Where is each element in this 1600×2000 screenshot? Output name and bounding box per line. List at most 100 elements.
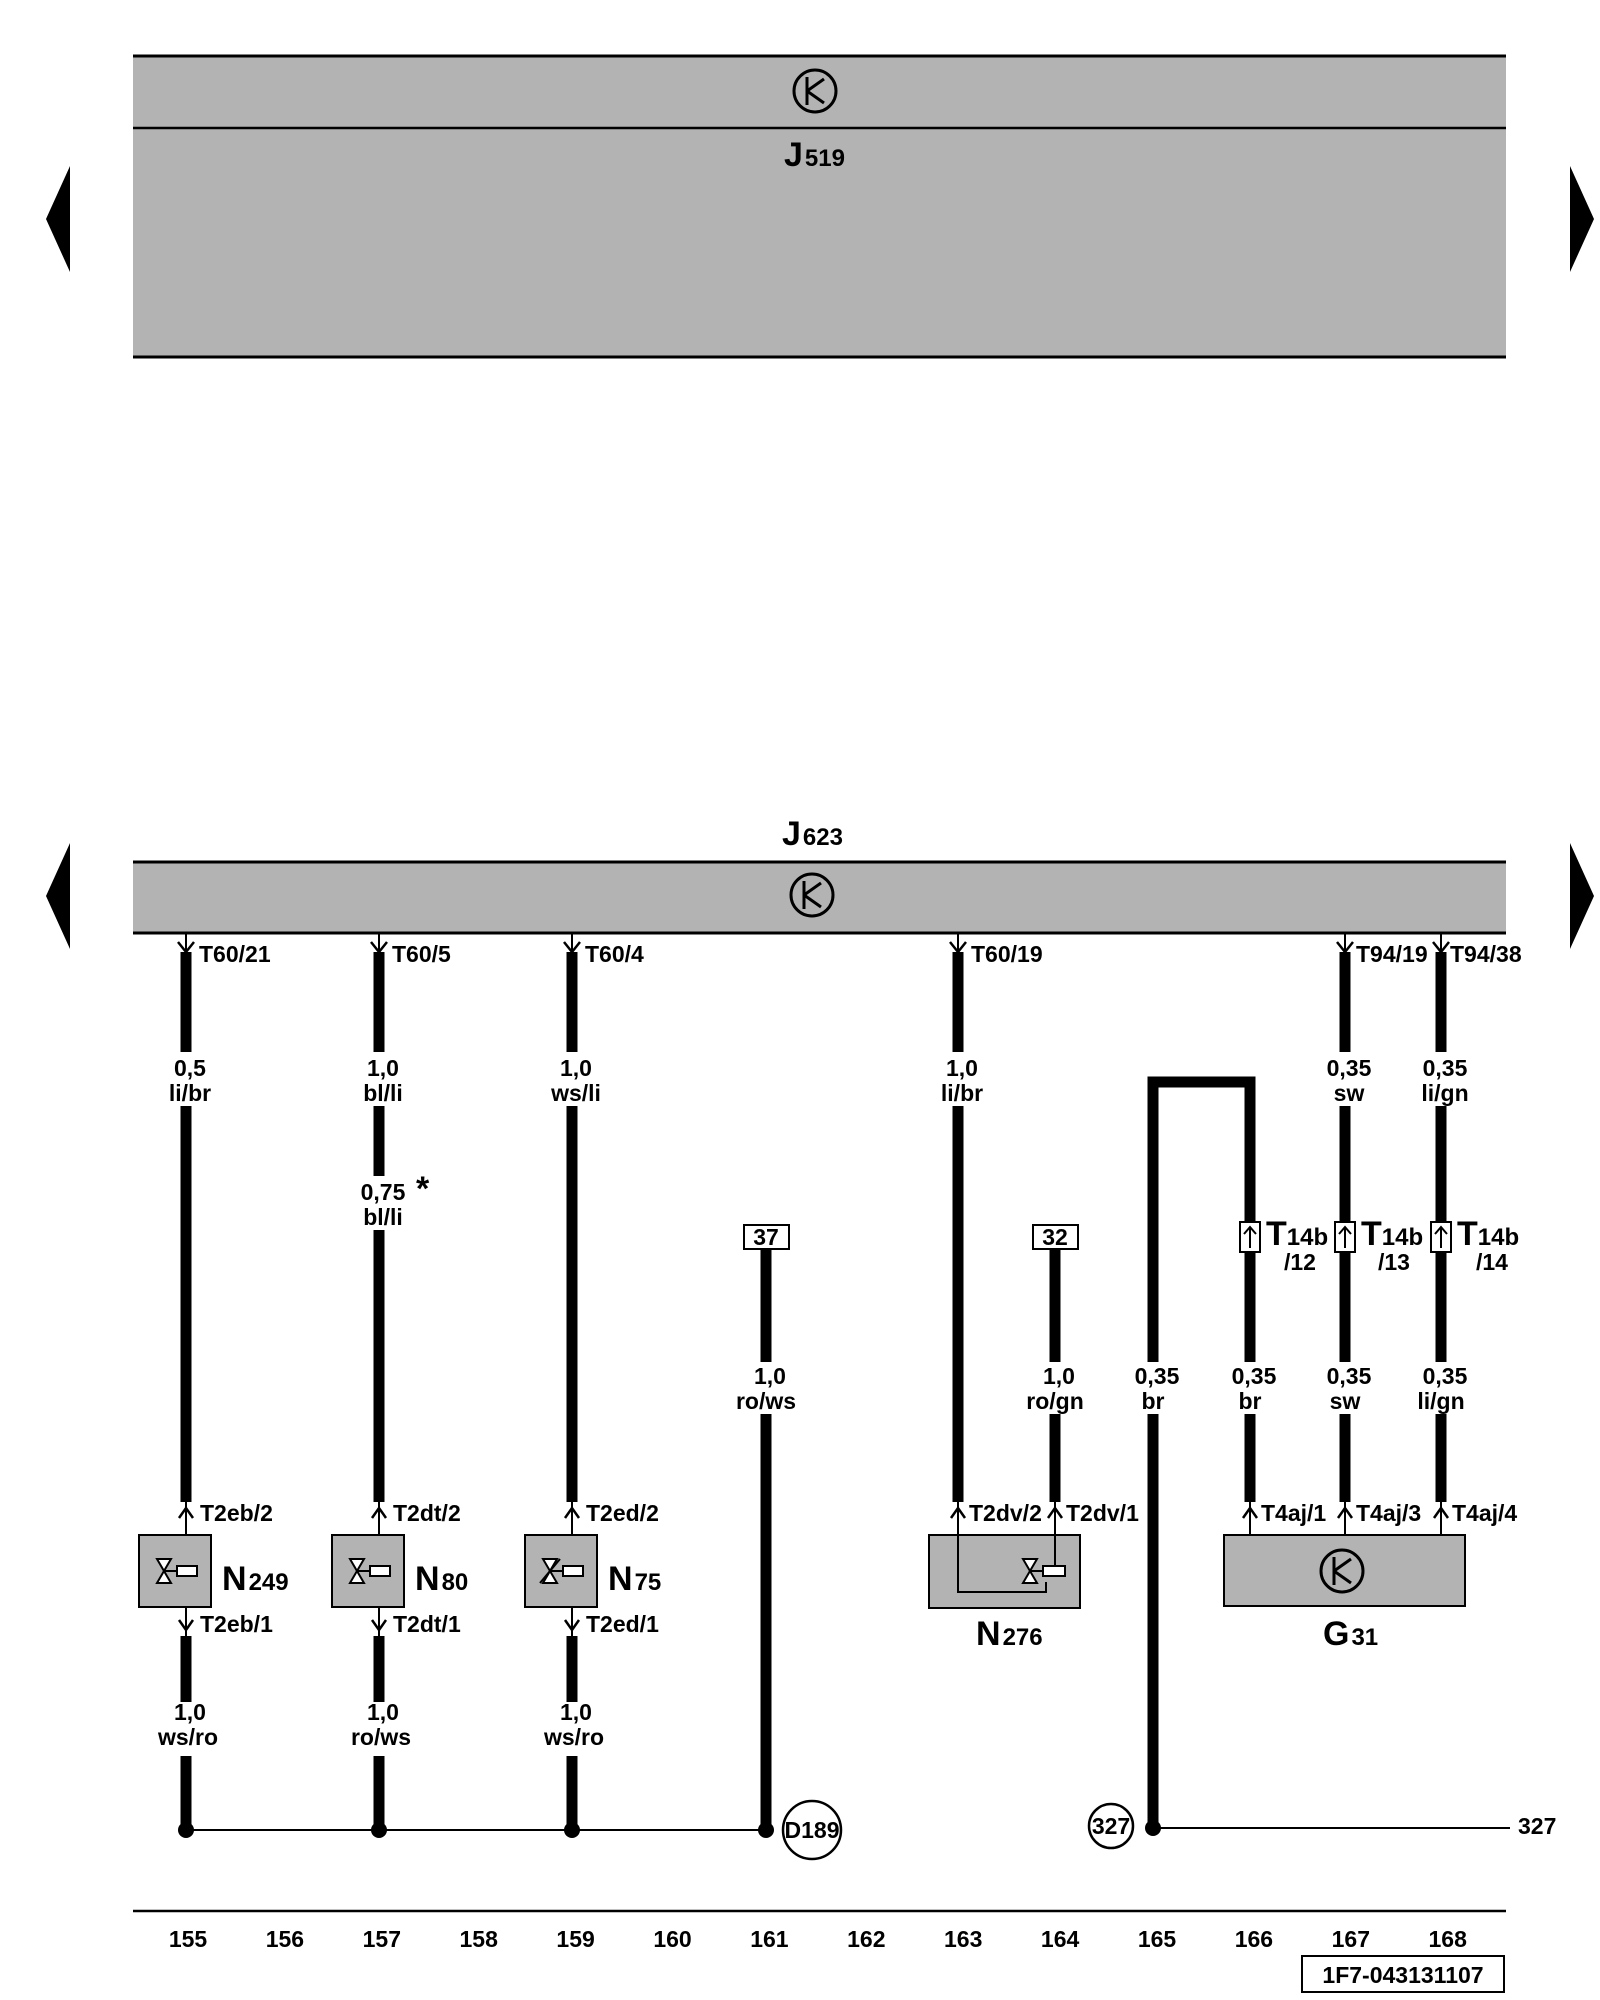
wire-labels-lower: 1,0 ws/ro 1,0 ro/ws 1,0 ws/ro xyxy=(157,1699,604,1750)
document-id: 1F7-043131107 xyxy=(1301,1955,1505,1993)
svg-text:bl/li: bl/li xyxy=(363,1204,403,1230)
svg-text:br: br xyxy=(1239,1388,1262,1414)
svg-text:N276: N276 xyxy=(976,1615,1043,1653)
ref-box-32: 32 xyxy=(1032,1224,1079,1250)
svg-text:T2eb/1: T2eb/1 xyxy=(200,1611,273,1637)
svg-text:T2dv/1: T2dv/1 xyxy=(1066,1500,1139,1526)
svg-text:T2dt/1: T2dt/1 xyxy=(393,1611,461,1637)
connector-t14b-14: T14b /14 xyxy=(1430,1215,1519,1275)
svg-text:0,75: 0,75 xyxy=(361,1179,406,1205)
svg-text:G31: G31 xyxy=(1323,1615,1378,1653)
module-j623: J623 xyxy=(133,815,1506,935)
svg-text:T2dv/2: T2dv/2 xyxy=(969,1500,1042,1526)
solenoid-valve-icon xyxy=(348,1558,391,1584)
svg-text:37: 37 xyxy=(753,1224,779,1250)
svg-text:0,35: 0,35 xyxy=(1423,1363,1468,1389)
solenoid-valve-icon xyxy=(539,1558,584,1584)
svg-text:0,35: 0,35 xyxy=(1327,1055,1372,1081)
nav-next-arrow-bottom[interactable] xyxy=(1570,843,1594,949)
svg-text:li/gn: li/gn xyxy=(1421,1080,1468,1106)
column-number: 166 xyxy=(1235,1926,1273,1952)
column-number: 155 xyxy=(169,1926,208,1952)
module-j519-label: J519 xyxy=(784,136,845,174)
svg-text:327: 327 xyxy=(1092,1813,1130,1839)
svg-text:/14: /14 xyxy=(1476,1249,1508,1275)
wire-labels-upper: 0,5 li/br 1,0 bl/li 1,0 ws/li 1,0 li/br … xyxy=(169,1055,1469,1230)
component-n75: T2ed/2 T2ed/1 N75 xyxy=(524,1500,661,1637)
column-number: 165 xyxy=(1138,1926,1177,1952)
svg-text:li/br: li/br xyxy=(169,1080,211,1106)
junction-dots xyxy=(178,1820,1161,1838)
svg-text:1,0: 1,0 xyxy=(754,1363,786,1389)
svg-text:T2eb/2: T2eb/2 xyxy=(200,1500,273,1526)
junction-327: 327 327 xyxy=(1087,1802,1556,1850)
svg-text:T60/19: T60/19 xyxy=(971,941,1043,967)
nav-next-arrow-top[interactable] xyxy=(1570,166,1594,272)
pin-stubs xyxy=(185,933,1442,952)
nav-prev-arrow-bottom[interactable] xyxy=(46,843,70,949)
svg-text:br: br xyxy=(1142,1388,1165,1414)
nav-prev-arrow-top[interactable] xyxy=(46,166,70,272)
component-n276: T2dv/2 T2dv/1 N276 xyxy=(928,1500,1139,1653)
svg-text:T14b: T14b xyxy=(1361,1215,1423,1253)
svg-text:li/gn: li/gn xyxy=(1417,1388,1464,1414)
svg-text:ro/ws: ro/ws xyxy=(351,1724,411,1750)
svg-text:T2dt/2: T2dt/2 xyxy=(393,1500,461,1526)
svg-text:T2ed/2: T2ed/2 xyxy=(586,1500,659,1526)
svg-text:0,35: 0,35 xyxy=(1135,1363,1180,1389)
top-pin-labels: T60/21 T60/5 T60/4 T60/19 T94/19 T94/38 xyxy=(199,941,1522,967)
wires xyxy=(180,952,1447,1828)
component-n80: T2dt/2 T2dt/1 N80 xyxy=(331,1500,468,1637)
svg-text:T94/38: T94/38 xyxy=(1450,941,1522,967)
solenoid-valve-icon xyxy=(155,1558,198,1584)
solenoid-valve-icon xyxy=(1021,1558,1066,1584)
control-unit-icon xyxy=(792,68,838,114)
svg-text:1,0: 1,0 xyxy=(367,1055,399,1081)
module-j519: J519 xyxy=(133,54,1506,359)
component-g31: T4aj/1 T4aj/3 T4aj/4 G31 xyxy=(1223,1500,1517,1653)
svg-text:0,35: 0,35 xyxy=(1423,1055,1468,1081)
svg-text:ws/ro: ws/ro xyxy=(543,1724,604,1750)
svg-text:T94/19: T94/19 xyxy=(1356,941,1428,967)
svg-text:bl/li: bl/li xyxy=(363,1080,403,1106)
svg-text:/13: /13 xyxy=(1378,1249,1410,1275)
svg-text:ws/li: ws/li xyxy=(550,1080,601,1106)
svg-text:ro/gn: ro/gn xyxy=(1026,1388,1084,1414)
svg-text:0,35: 0,35 xyxy=(1327,1363,1372,1389)
connector-t14b-13: T14b /13 xyxy=(1334,1215,1423,1275)
svg-text:T60/4: T60/4 xyxy=(585,941,644,967)
ground-point-d189: D189 xyxy=(781,1799,843,1861)
svg-text:ws/ro: ws/ro xyxy=(157,1724,218,1750)
svg-text:N75: N75 xyxy=(608,1560,661,1598)
svg-text:li/br: li/br xyxy=(941,1080,983,1106)
svg-text:N80: N80 xyxy=(415,1560,468,1598)
ground-lines xyxy=(186,1827,1510,1831)
component-n249: T2eb/2 T2eb/1 N249 xyxy=(138,1500,289,1637)
column-number: 158 xyxy=(460,1926,499,1952)
svg-text:T60/21: T60/21 xyxy=(199,941,271,967)
svg-text:N249: N249 xyxy=(222,1560,289,1598)
svg-text:ro/ws: ro/ws xyxy=(736,1388,796,1414)
svg-text:1,0: 1,0 xyxy=(1043,1363,1075,1389)
svg-text:T4aj/1: T4aj/1 xyxy=(1261,1500,1326,1526)
column-number: 157 xyxy=(363,1926,401,1952)
column-number: 167 xyxy=(1332,1926,1370,1952)
svg-text:1,0: 1,0 xyxy=(367,1699,399,1725)
module-j623-label: J623 xyxy=(782,815,843,853)
svg-text:/12: /12 xyxy=(1284,1249,1316,1275)
component-pin-stubs xyxy=(185,1502,1442,1636)
svg-text:T14b: T14b xyxy=(1266,1215,1328,1253)
svg-text:327: 327 xyxy=(1518,1813,1556,1839)
svg-text:1F7-043131107: 1F7-043131107 xyxy=(1322,1962,1483,1988)
svg-text:0,35: 0,35 xyxy=(1232,1363,1277,1389)
svg-text:1,0: 1,0 xyxy=(560,1699,592,1725)
svg-text:32: 32 xyxy=(1042,1224,1068,1250)
svg-text:T60/5: T60/5 xyxy=(392,941,451,967)
svg-text:T4aj/3: T4aj/3 xyxy=(1356,1500,1421,1526)
svg-text:T14b: T14b xyxy=(1457,1215,1519,1253)
control-unit-icon xyxy=(789,872,835,918)
column-number: 162 xyxy=(847,1926,885,1952)
control-unit-icon xyxy=(1319,1548,1365,1594)
